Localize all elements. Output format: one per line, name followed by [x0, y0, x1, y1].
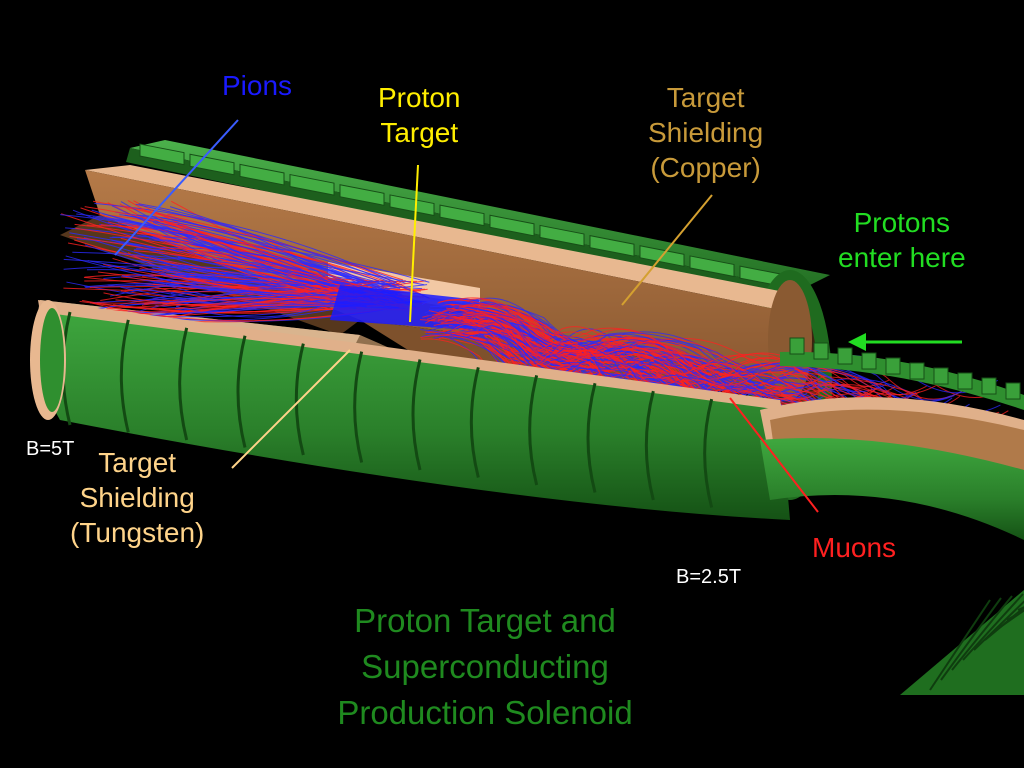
muon-track [451, 314, 838, 393]
pion-track [112, 236, 401, 289]
channel-coil-segment [909, 362, 925, 380]
detector-coil-segment [962, 593, 1024, 661]
muons-label: Muons [812, 532, 897, 563]
detector-coil-segment [940, 597, 1002, 681]
coil-segment [239, 163, 285, 186]
tungsten-shielding-label: Target Shielding (Tungsten) [70, 445, 204, 550]
detector-coil [900, 590, 1024, 695]
pions-leader-line [114, 119, 239, 256]
diagram-title: Proton Target and Superconducting Produc… [290, 598, 680, 737]
channel-coil-segment [813, 342, 829, 360]
pion-track [158, 216, 406, 284]
tungsten-label-line3: (Tungsten) [70, 517, 205, 548]
coil-segment [539, 224, 585, 247]
detector-coil-segment [1006, 609, 1024, 621]
tungsten-label-line1: Target [98, 447, 177, 478]
coil-segment [389, 194, 435, 217]
coil-segment-divider [703, 398, 714, 508]
proton-target-label: Proton Target [378, 80, 461, 150]
pions-label: Pions [222, 70, 293, 101]
tungsten-label-line2: Shielding [79, 482, 195, 513]
coil-segment-divider [294, 343, 305, 456]
muon-track [103, 263, 371, 304]
proton-target-label-line2: Target [380, 117, 459, 148]
channel-coil-segment [957, 372, 973, 390]
channel-coil-segments [789, 337, 1021, 400]
copper-shielding-label: Target Shielding (Copper) [648, 80, 763, 185]
muon-track [122, 205, 404, 281]
channel-coil-segment [933, 367, 949, 385]
proton-target-label-line1: Proton [378, 82, 461, 113]
channel-coil-segment [789, 337, 805, 355]
particle-tracks [60, 199, 1018, 470]
coil-segment-divider [236, 335, 247, 448]
coil-segment [439, 204, 485, 227]
title-line3: Production Solenoid [337, 694, 633, 732]
detector-coil-segment [995, 609, 1024, 631]
coil-segment-divider [178, 327, 189, 441]
channel-coil-segment [837, 347, 853, 365]
muon-track [82, 284, 341, 310]
pion-track [136, 251, 352, 284]
channel-coil-segment [861, 352, 877, 370]
pion-track [449, 330, 917, 406]
muon-track [451, 331, 936, 396]
protons-arrow [848, 333, 962, 351]
copper-leader-line [621, 194, 713, 306]
pion-track [135, 203, 429, 299]
coil-segment [489, 214, 535, 237]
coil-segment-divider [586, 382, 597, 493]
coil-segment-divider [353, 351, 364, 463]
protons-label-line1: Protons [853, 207, 951, 238]
muon-track [466, 313, 877, 403]
muons-leader-line [729, 397, 819, 513]
upper-coil-segments [139, 143, 785, 288]
muon-track [119, 225, 373, 289]
protons-label-line2: enter here [838, 242, 966, 273]
pion-track [429, 305, 966, 401]
coil-segment [139, 143, 185, 166]
title-line1: Proton Target and [354, 602, 616, 639]
muon-track [120, 237, 373, 301]
channel-coil-segment [981, 377, 997, 395]
coil-segment-divider [469, 367, 480, 478]
muon-track [420, 334, 827, 400]
detector-coil-segment [929, 599, 991, 691]
copper-label-line2: Shielding [648, 117, 764, 148]
coil-segment-divider [644, 390, 655, 501]
pion-track [87, 260, 380, 285]
transport-solenoid [760, 337, 1024, 540]
copper-label-line1: Target [666, 82, 745, 113]
coil-segment [289, 173, 335, 196]
pion-track [114, 211, 397, 283]
coil-segment [589, 235, 635, 257]
coil-segment [689, 255, 735, 278]
field-5t-label: B=5T [26, 438, 75, 460]
muon-track [462, 312, 907, 412]
coil-segment [339, 184, 385, 206]
proton-target-leader-line [409, 164, 419, 323]
muon-track [84, 206, 401, 306]
tungsten-leader-line [231, 349, 351, 469]
field-2-5t-label: B=2.5T [676, 566, 742, 588]
pion-track [439, 306, 806, 418]
title-line2: Superconducting [361, 648, 609, 686]
pion-track [454, 328, 888, 393]
pion-track [63, 258, 365, 290]
coil-segment-divider [411, 359, 422, 471]
channel-coil-segment [885, 357, 901, 375]
detector-coil-segment [973, 600, 1024, 651]
detector-coil-segment [951, 595, 1013, 671]
muon-track [100, 224, 418, 294]
protons-enter-label: Protons enter here [838, 205, 966, 275]
copper-label-line3: (Copper) [650, 152, 761, 183]
coil-segment-divider [119, 319, 130, 433]
coil-segment-divider [528, 374, 539, 486]
pion-track [453, 302, 970, 416]
channel-coil-segment [1005, 382, 1021, 400]
muon-track [165, 273, 351, 293]
lower-coil-shell [30, 300, 790, 520]
